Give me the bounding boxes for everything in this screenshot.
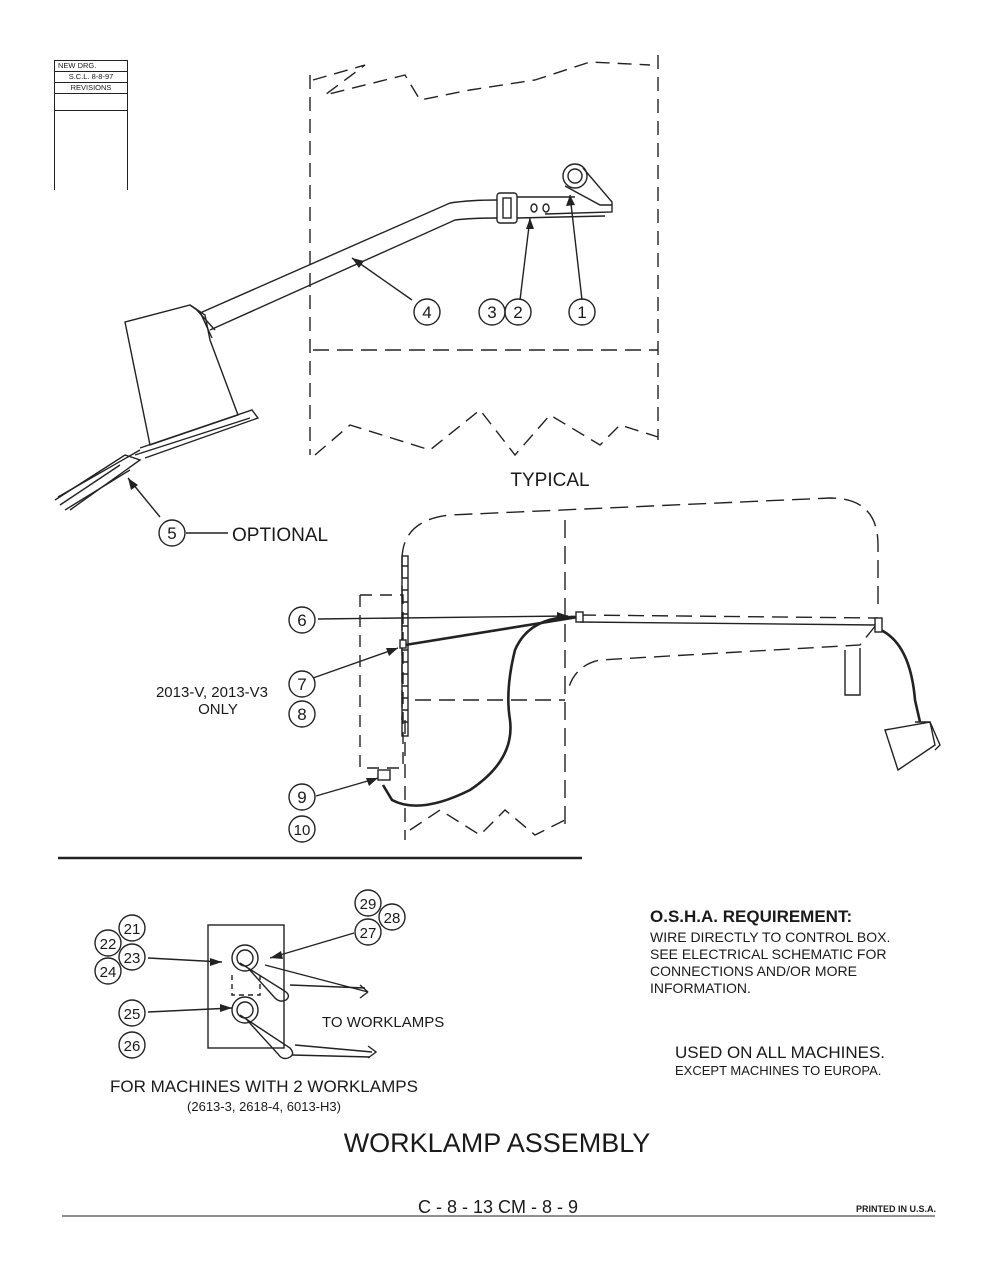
revision-new-drawing: NEW DRG. [55, 60, 127, 72]
callout-24: 24 [100, 964, 117, 981]
switch-leaders [147, 932, 355, 1013]
cable-clip [575, 611, 584, 623]
to-worklamps-label: TO WORKLAMPS [322, 1014, 444, 1031]
callout-balloons [94, 298, 596, 1059]
model-note-line1: 2013-V, 2013-V3 [156, 684, 268, 701]
leader-arrowheads [128, 195, 575, 1012]
callout-10: 10 [294, 822, 311, 839]
switch-plate [207, 924, 378, 1060]
middle-leaders [312, 615, 569, 797]
switch-caption-line2: (2613-3, 2618-4, 6013-H3) [187, 1099, 341, 1114]
callout-23: 23 [124, 950, 141, 967]
lamp-connector [874, 617, 883, 633]
upper-panel-outline [309, 55, 659, 457]
revision-row [55, 94, 127, 111]
callout-5: 5 [167, 524, 176, 543]
callout-4: 4 [422, 303, 431, 322]
usage-line-2: EXCEPT MACHINES TO EUROPA. [675, 1063, 881, 1078]
machine-frame [359, 497, 879, 840]
callout-9: 9 [297, 788, 306, 807]
callout-22: 22 [100, 936, 117, 953]
drawing-title: WORKLAMP ASSEMBLY [344, 1128, 651, 1158]
callout-6: 6 [297, 611, 306, 630]
osha-line-1: WIRE DIRECTLY TO CONTROL BOX. [650, 929, 890, 945]
osha-line-3: CONNECTIONS AND/OR MORE [650, 963, 857, 979]
osha-line-4: INFORMATION. [650, 980, 751, 996]
callout-25: 25 [124, 1006, 141, 1023]
callout-8: 8 [297, 705, 306, 724]
callout-21: 21 [124, 921, 141, 938]
cable-clamp [399, 639, 407, 649]
typical-label: TYPICAL [510, 470, 589, 491]
switch-caption-line1: FOR MACHINES WITH 2 WORKLAMPS [110, 1077, 418, 1096]
usage-line-1: USED ON ALL MACHINES. [675, 1043, 885, 1062]
callout-3: 3 [487, 303, 496, 322]
rear-worklamp [884, 721, 941, 772]
callout-2: 2 [513, 303, 522, 322]
callout-7: 7 [297, 675, 306, 694]
optional-label: OPTIONAL [232, 525, 328, 546]
callout-29: 29 [360, 896, 377, 913]
junction-connector [377, 769, 391, 781]
worklamp-cable [381, 615, 922, 807]
model-note-line2: ONLY [198, 701, 238, 718]
osha-line-2: SEE ELECTRICAL SCHEMATIC FOR [650, 946, 886, 962]
callout-28: 28 [384, 910, 401, 927]
callout-numbers: 4 3 2 1 5 6 7 8 9 10 21 22 23 24 25 26 2… [100, 303, 587, 1055]
callout-26: 26 [124, 1038, 141, 1055]
printed-in-usa: PRINTED IN U.S.A. [856, 1204, 936, 1214]
revisions-label: REVISIONS [55, 83, 127, 94]
page-code: C - 8 - 13 CM - 8 - 9 [418, 1197, 578, 1217]
revision-date: S.C.L. 8-8-97 [55, 72, 127, 83]
lamp-arm [199, 199, 498, 331]
callout-1: 1 [577, 303, 586, 322]
revision-block: NEW DRG. S.C.L. 8-8-97 REVISIONS [54, 60, 128, 190]
osha-heading: O.S.H.A. REQUIREMENT: [650, 907, 852, 926]
lamp-bracket [496, 163, 613, 224]
lamp-head [54, 304, 260, 511]
callout-27: 27 [360, 925, 377, 942]
